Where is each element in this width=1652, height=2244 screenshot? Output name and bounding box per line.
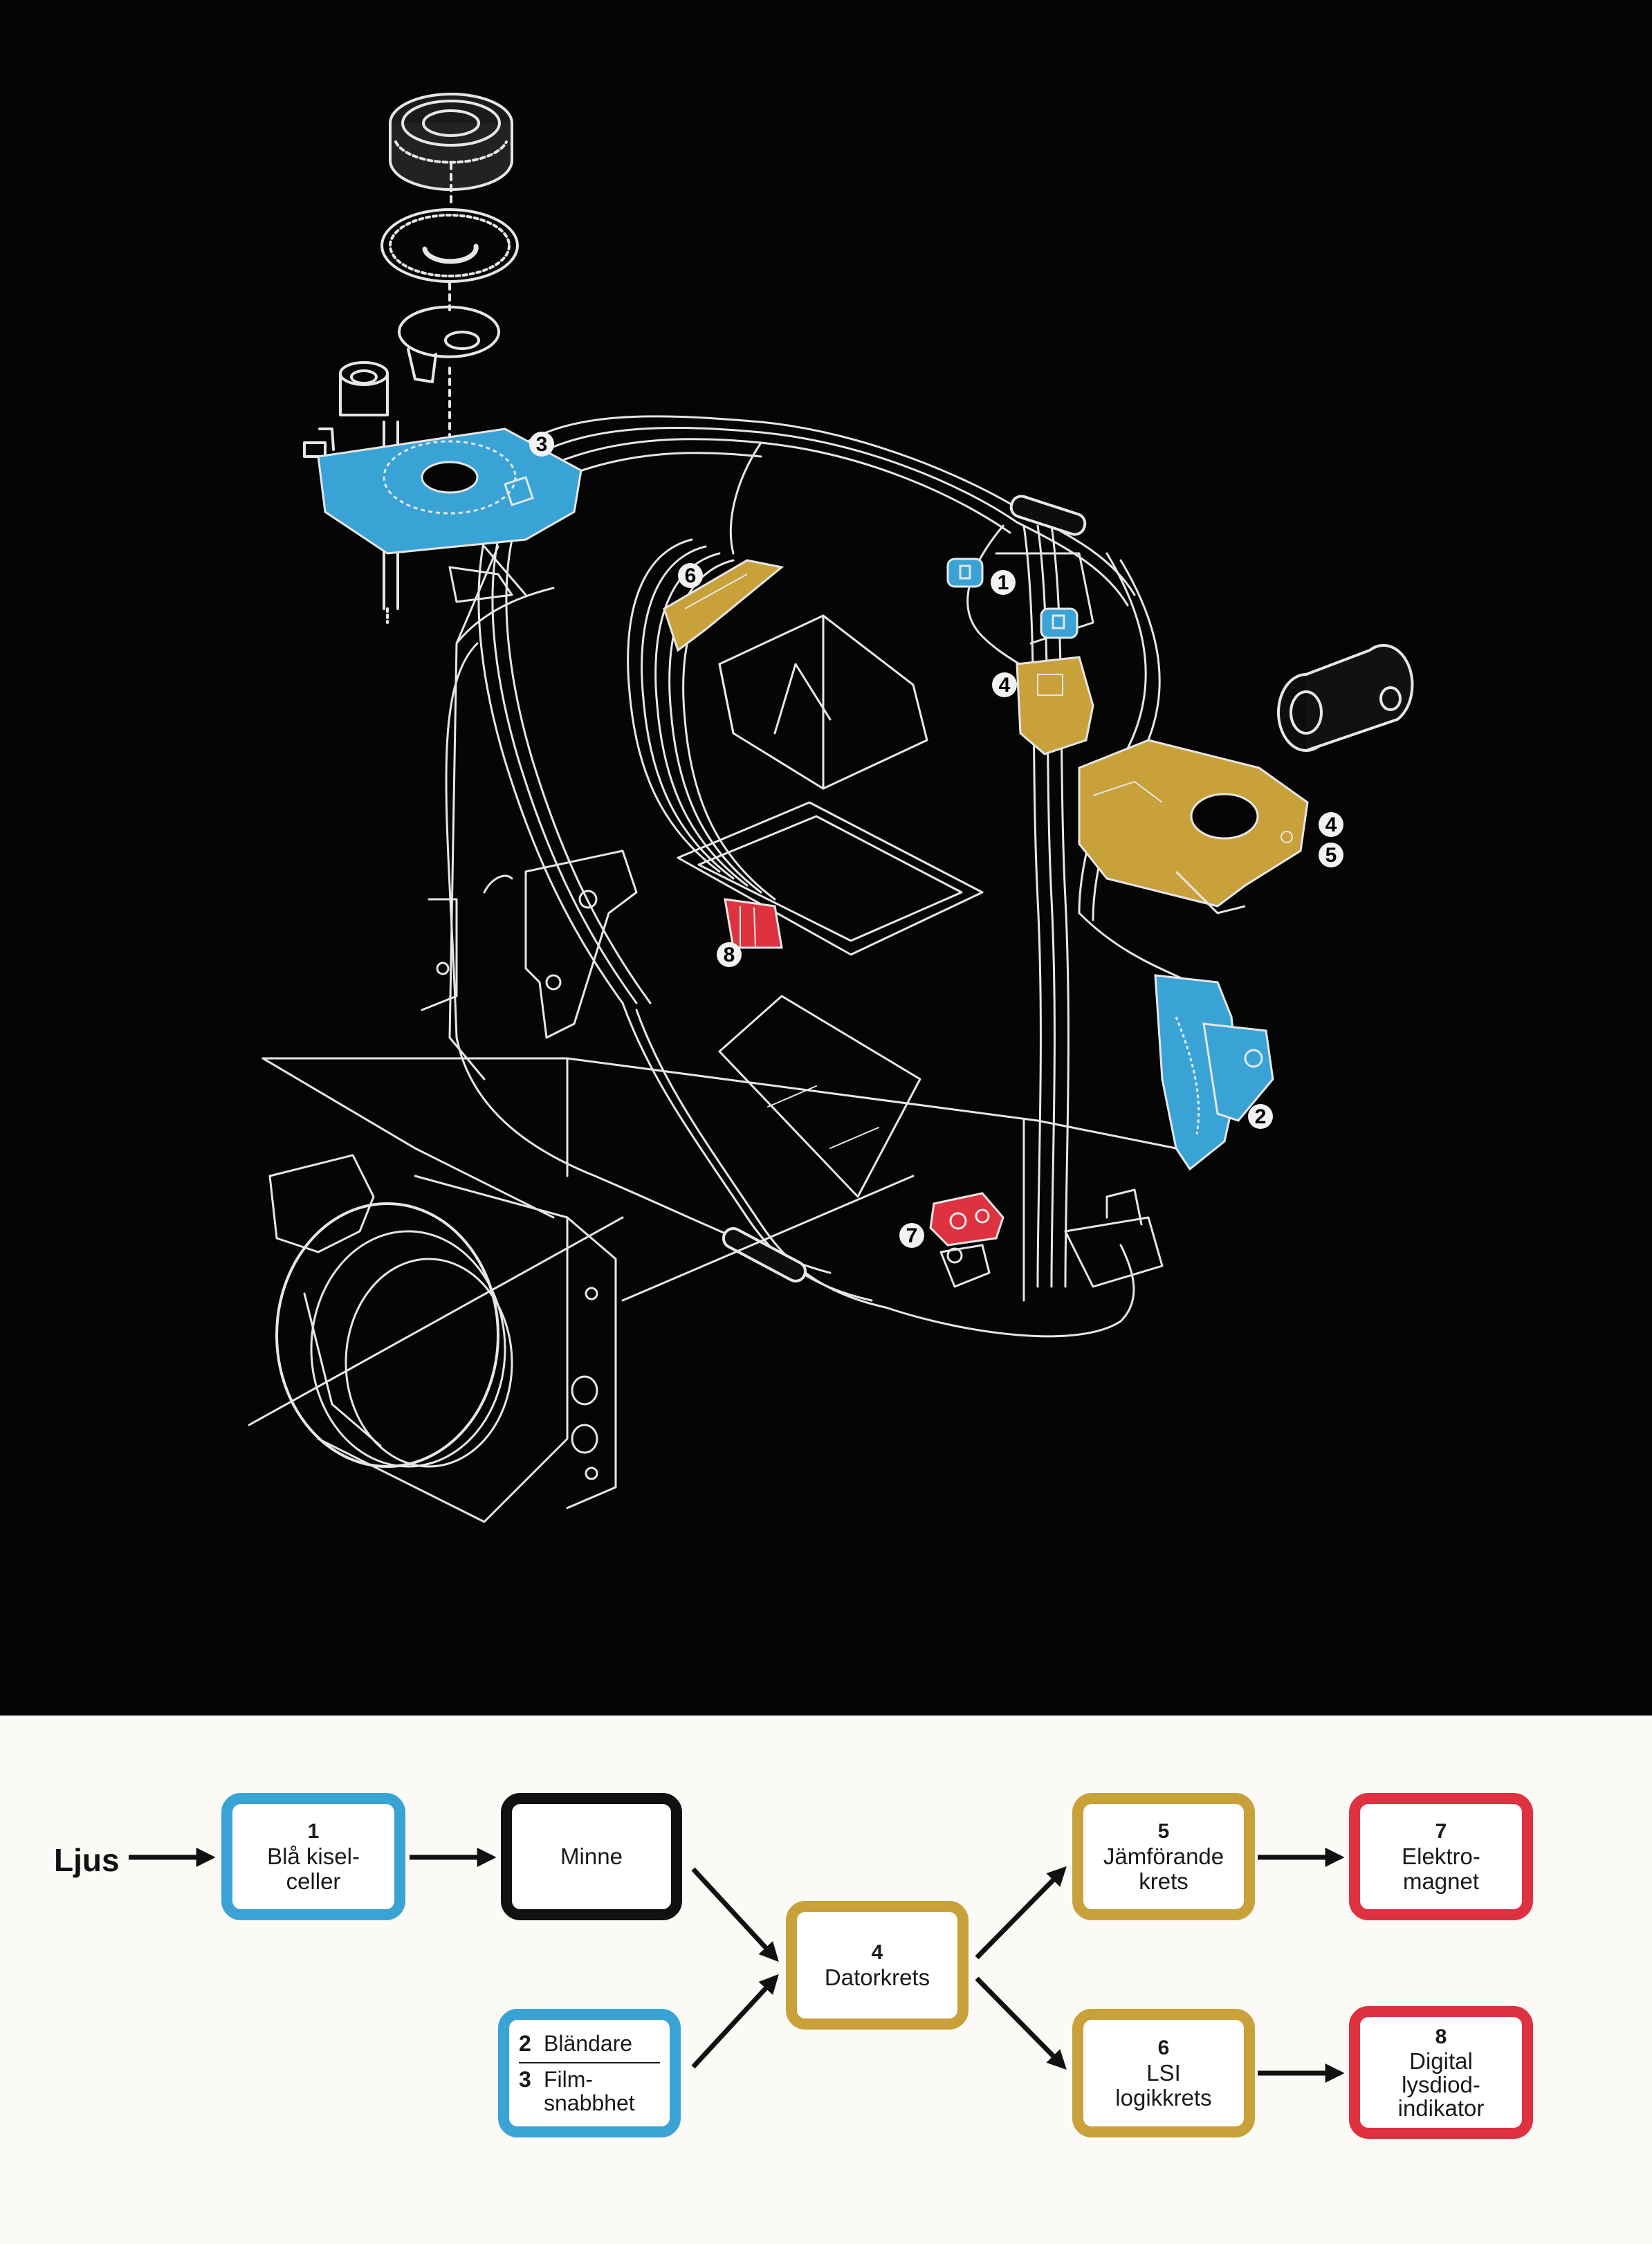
svg-text:2: 2 (1255, 1105, 1267, 1128)
box-6-lsi-logic: 6 LSI logikkrets (1072, 2009, 1255, 2137)
box-4-label: Datorkrets (824, 1965, 930, 1990)
box-3-row: 3 Film- snabbhet (519, 2068, 660, 2115)
box-7-label: Elektro- magnet (1402, 1843, 1480, 1894)
hot-shoe-contacts (939, 1188, 1164, 1288)
box-8-digital-led-indicator: 8 Digital lysdiod- indikator (1349, 2006, 1533, 2139)
electromagnet-component (929, 1192, 1004, 1247)
svg-text:5: 5 (1325, 844, 1337, 867)
blue-silicon-cells (946, 558, 1079, 639)
box-2-row: 2 Bländare (519, 2032, 660, 2055)
box-2-label: Bländare (544, 2031, 633, 2056)
arrow-computer-to-lsi (975, 1976, 1067, 2070)
box-memory-label: Minne (560, 1843, 623, 1869)
callout-4-unit: 4 (1319, 812, 1343, 837)
box-5-number: 5 (1157, 1820, 1170, 1843)
shutter-linkage (421, 566, 638, 1039)
box-2-3-divider (519, 2062, 660, 2063)
box-5-comparator-circuit: 5 Jämförande krets (1072, 1793, 1255, 1920)
flow-arrows (129, 1848, 1345, 2083)
box-2-3-aperture-film-speed: 2 Bländare 3 Film- snabbhet (498, 2009, 681, 2137)
box-3-label: Film- snabbhet (544, 2067, 635, 2115)
box-2-number: 2 (519, 2031, 531, 2056)
box-7-number: 7 (1435, 1820, 1447, 1843)
viewfinder-prism (677, 614, 984, 1198)
box-4-number: 4 (871, 1941, 883, 1964)
arrow-memory-to-computer (691, 1867, 779, 1962)
svg-text:4: 4 (999, 674, 1011, 697)
comparator-shutter-unit (1078, 739, 1309, 914)
box-8-number: 8 (1435, 2025, 1447, 2048)
shutter-dial-stack (380, 93, 519, 444)
camera-body-frame (248, 545, 1177, 1426)
svg-text:3: 3 (536, 433, 548, 456)
lsi-logic-circuit (663, 559, 784, 652)
box-1-label: Blå kisel- celler (267, 1843, 360, 1894)
svg-text:7: 7 (906, 1224, 918, 1247)
callout-4-computer: 4 (992, 672, 1017, 697)
motor-cylinder (1277, 643, 1414, 752)
callout-2: 2 (1248, 1104, 1273, 1129)
box-6-number: 6 (1157, 2036, 1170, 2059)
callout-8: 8 (717, 942, 742, 967)
light-input-label: Ljus (54, 1842, 120, 1878)
arrow-computer-to-comparator (975, 1866, 1067, 1960)
exploded-camera-illustration: 1 2 3 4 4 5 6 (0, 0, 1652, 1716)
box-memory: Minne (501, 1793, 682, 1920)
box-8-label: Digital lysdiod- indikator (1397, 2048, 1485, 2121)
aperture-resistor (1154, 974, 1274, 1171)
callout-1: 1 (991, 570, 1016, 595)
callout-5: 5 (1319, 843, 1343, 867)
box-3-number: 3 (519, 2067, 531, 2092)
box-7-electromagnet: 7 Elektro- magnet (1349, 1793, 1533, 1920)
camera-electronics-drawing: 1 2 3 4 4 5 6 (248, 93, 1414, 1523)
callout-6: 6 (678, 563, 703, 588)
callout-7: 7 (899, 1223, 924, 1248)
arrow-aperture-to-computer (691, 1974, 779, 2069)
shutter-speed-resistor-board (317, 427, 582, 555)
box-1-blue-silicon-cells: 1 Blå kisel- celler (221, 1793, 405, 1920)
svg-text:4: 4 (1325, 813, 1337, 836)
svg-text:8: 8 (724, 944, 735, 966)
box-1-number: 1 (307, 1820, 320, 1843)
box-5-label: Jämförande krets (1103, 1843, 1224, 1894)
box-6-label: LSI logikkrets (1115, 2060, 1212, 2110)
computer-circuit (1016, 656, 1094, 755)
svg-text:1: 1 (998, 571, 1009, 594)
box-4-computer-circuit: 4 Datorkrets (786, 1901, 969, 2030)
signal-flow-diagram: Ljus 1 Blå kisel- celler Minne 2 Bländar… (0, 1716, 1652, 2244)
svg-text:6: 6 (685, 564, 697, 587)
lens-mount-assembly (268, 1154, 617, 1523)
led-indicator-component (724, 898, 783, 949)
callout-3: 3 (529, 432, 554, 457)
